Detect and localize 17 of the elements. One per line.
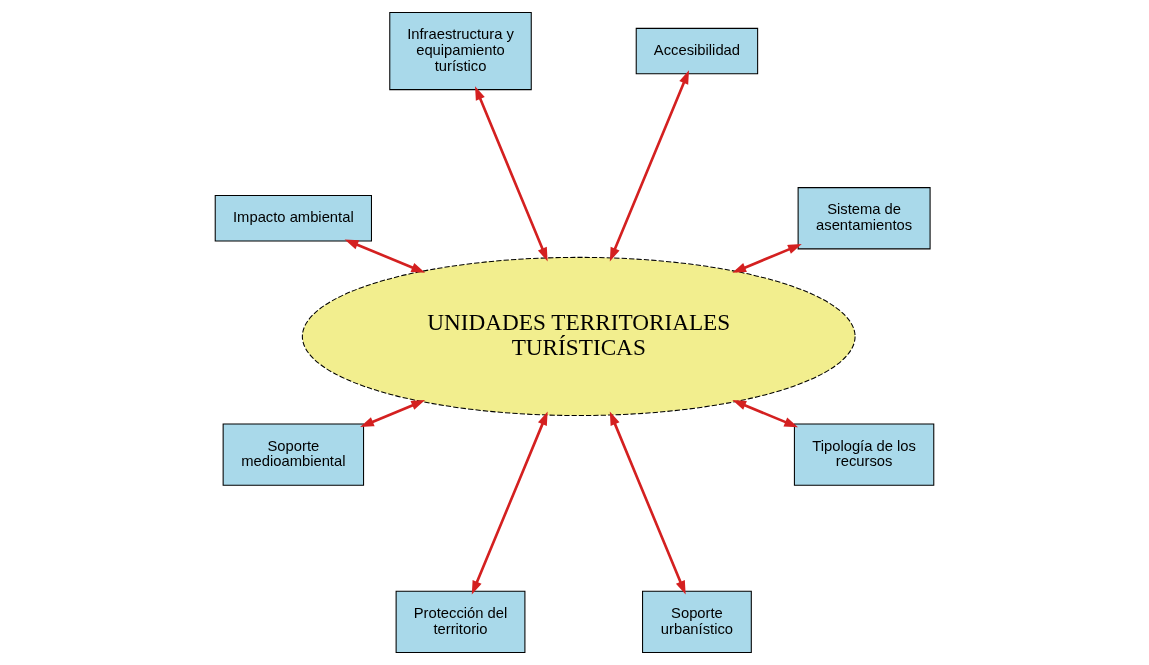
arrow <box>732 244 802 273</box>
node-box: Sistema de asentamientos <box>797 187 931 250</box>
arrow <box>609 70 689 262</box>
node-ellipse: UNIDADES TERRITORIALES TURÍSTICAS <box>301 256 856 417</box>
arrow <box>360 400 426 428</box>
node-box: Tipología de los recursos <box>793 423 935 486</box>
arrow <box>732 400 799 428</box>
arrow <box>609 411 686 595</box>
node-box: Soporte medioambiental <box>222 423 365 486</box>
node-box: Impacto ambiental <box>214 195 372 242</box>
node-box: Protección del territorio <box>395 590 526 653</box>
arrow <box>344 239 426 273</box>
arrow <box>475 86 548 262</box>
node-box: Infraestructura y equipamiento turístico <box>389 12 532 91</box>
arrow <box>471 411 548 595</box>
node-box: Soporte urbanístico <box>642 590 752 653</box>
node-box: Accesibilidad <box>635 27 759 75</box>
